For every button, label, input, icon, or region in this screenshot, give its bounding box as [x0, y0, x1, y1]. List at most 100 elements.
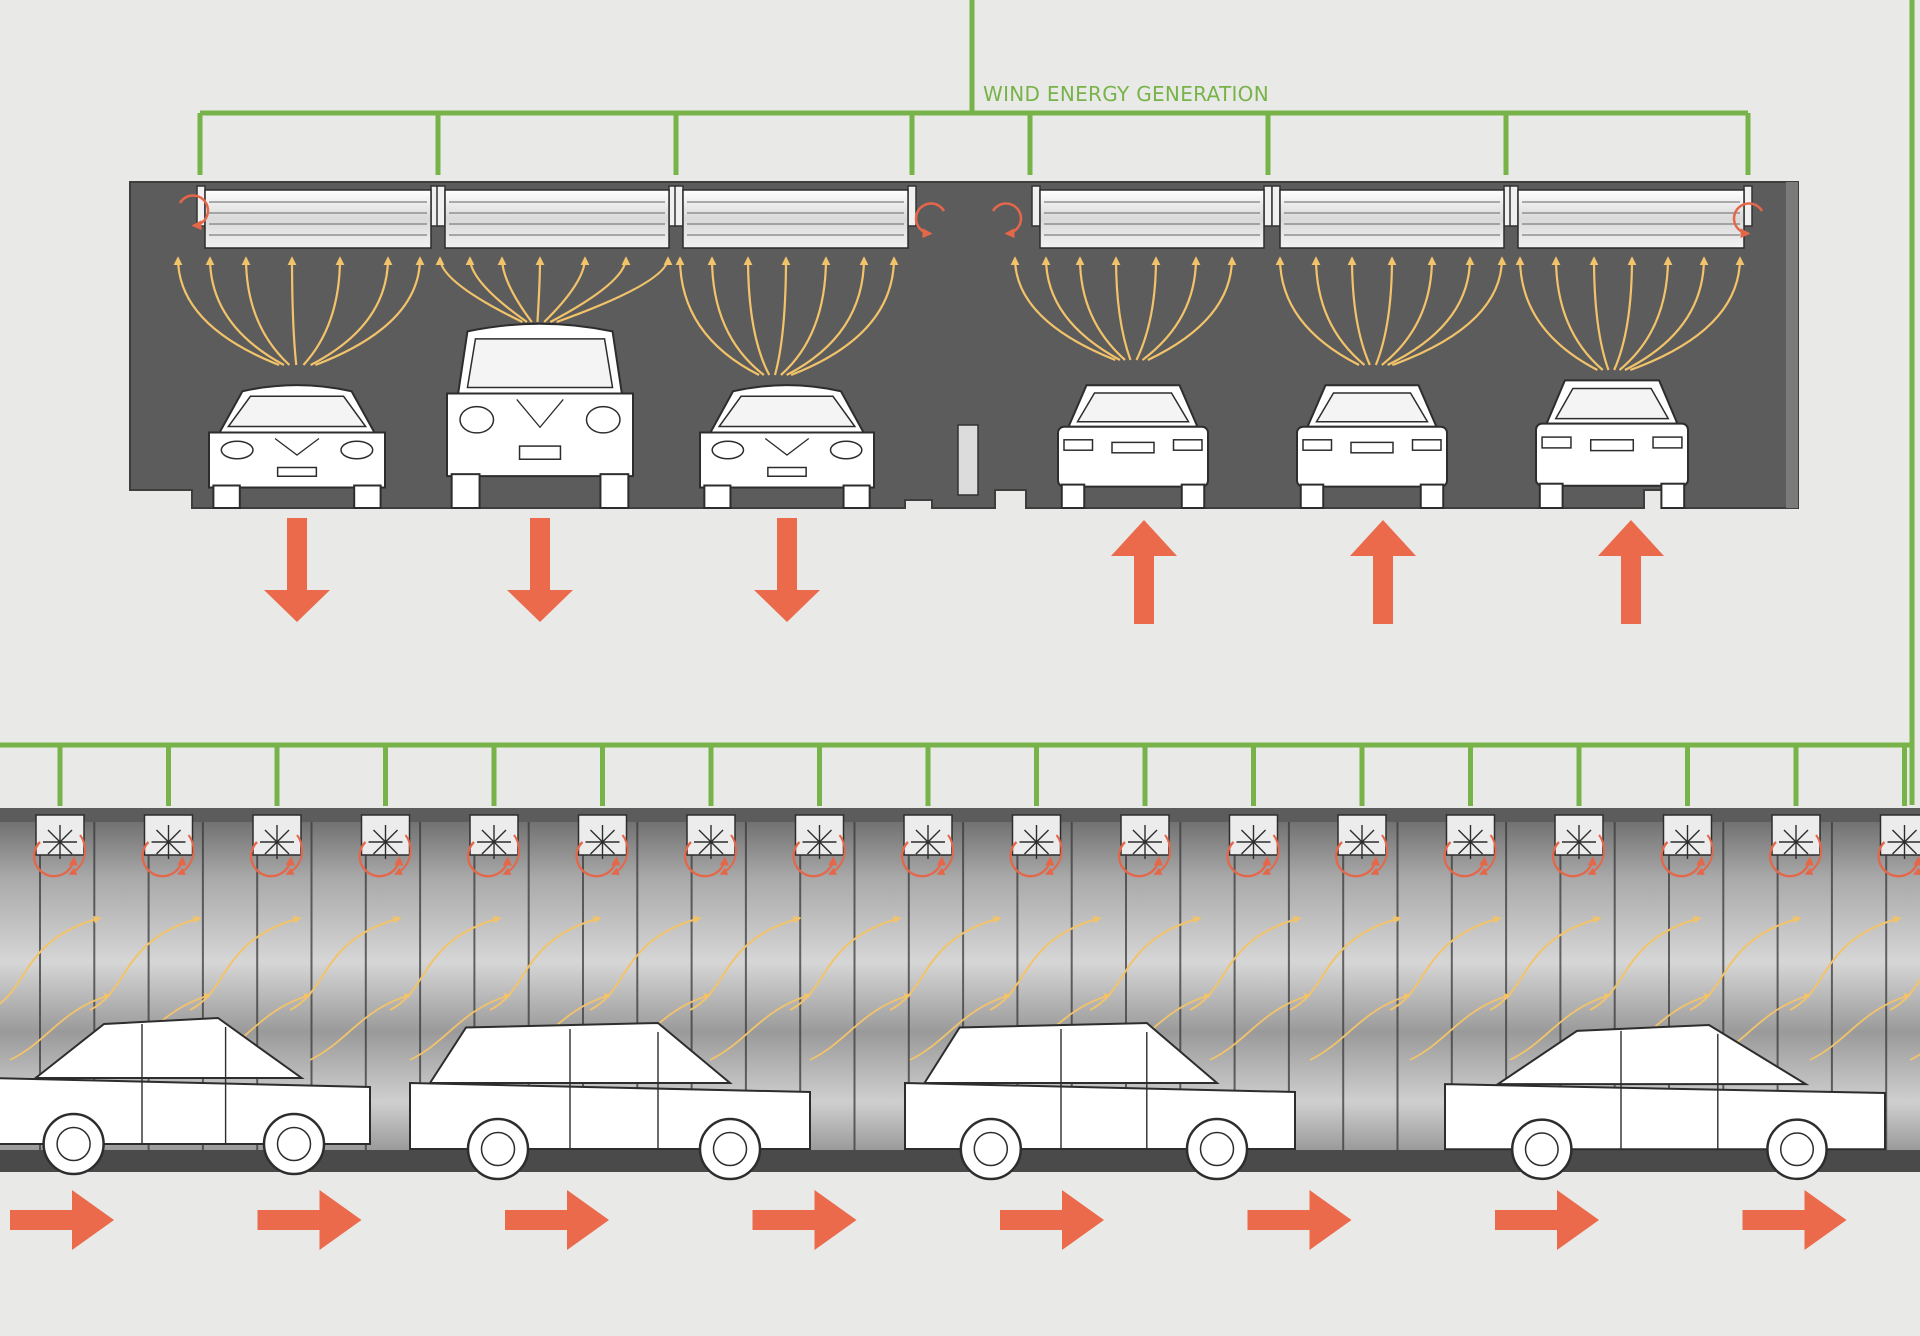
- turbine-blade: [710, 841, 724, 855]
- airflow-arrow-icon: [786, 256, 869, 376]
- airflow-arrow-icon: [1275, 256, 1360, 366]
- sedan-rear: [1057, 384, 1209, 510]
- traffic-direction-arrow-icon: [1495, 1190, 1599, 1250]
- turbine-blade: [1687, 829, 1701, 843]
- turbine-blade: [710, 829, 724, 843]
- traffic-direction-arrow-icon: [1598, 520, 1664, 624]
- rotation-arrow-icon: [1009, 841, 1055, 878]
- airflow-arrow-icon: [1689, 915, 1802, 1011]
- ceiling-turbine-icon: [1117, 814, 1172, 878]
- ceiling-turbine-icon: [1031, 185, 1273, 249]
- turbine-blade: [1457, 841, 1471, 855]
- turbine-bracket: [674, 185, 684, 227]
- turbine-blade: [276, 841, 290, 855]
- ceiling-turbine-icon: [1551, 814, 1606, 878]
- airflow-arrow-icon: [589, 915, 702, 1011]
- traffic-direction-arrow-icon: [1000, 1190, 1104, 1250]
- turbine-blade: [155, 829, 169, 843]
- lower-traffic-arrows: [10, 1190, 1847, 1250]
- rotation-arrow-icon: [914, 202, 946, 239]
- ceiling-turbine-icon: [196, 185, 440, 249]
- rotation-arrow-icon: [1877, 841, 1920, 878]
- car-cabin: [1494, 1023, 1810, 1086]
- tire: [1419, 483, 1445, 510]
- rotation-arrow-icon: [611, 834, 629, 875]
- turbine-blade: [47, 841, 61, 855]
- airflow-arrow-icon: [709, 993, 812, 1061]
- ceiling-turbine-icon: [1009, 814, 1063, 878]
- sedan-side: [1444, 1023, 1886, 1181]
- turbine-blade: [602, 829, 616, 843]
- ceiling-turbine-icon: [1334, 814, 1389, 878]
- airflow-arrow-icon: [1489, 915, 1602, 1011]
- airflow-arrow-icon: [1347, 256, 1371, 366]
- ceiling-turbine-icon: [792, 814, 846, 878]
- airflow-arrow-icon: [790, 256, 899, 377]
- wheel-rim: [973, 1131, 1009, 1167]
- turbine-bracket: [436, 185, 446, 227]
- turbine-housing: [682, 189, 909, 249]
- tire: [353, 484, 382, 509]
- airflow-arrow-icon: [1374, 256, 1397, 366]
- turbine-housing: [1879, 814, 1920, 856]
- turbine-blade: [1891, 841, 1905, 855]
- rotation-arrow-icon: [991, 202, 1023, 239]
- ceiling-turbine-icon: [466, 814, 521, 878]
- traffic-direction-arrow-icon: [507, 518, 573, 622]
- turbine-housing: [204, 189, 432, 249]
- turbine-blade: [915, 829, 929, 843]
- rotation-arrow-icon: [1696, 834, 1714, 875]
- turbine-blade: [1036, 841, 1050, 855]
- turbine-blade: [47, 829, 61, 843]
- lower-turbine-row: [32, 814, 1920, 878]
- turbine-blade: [1674, 829, 1688, 843]
- ceiling-turbine-icon: [1509, 185, 1753, 249]
- turbine-bracket: [1263, 185, 1273, 227]
- turbine-blade: [1240, 829, 1254, 843]
- turbine-blade: [1578, 841, 1592, 855]
- headlight: [220, 440, 254, 460]
- tire: [1299, 483, 1325, 510]
- airflow-arrow-icon: [535, 256, 545, 323]
- headlight: [459, 405, 495, 434]
- rotation-arrow-icon: [1262, 834, 1280, 875]
- car-windshield: [466, 338, 614, 389]
- headlight: [585, 405, 621, 434]
- wheel-rim: [276, 1126, 312, 1162]
- hood-line: [274, 437, 320, 456]
- airflow-arrow-icon: [1381, 256, 1437, 366]
- turbine-blade: [1253, 841, 1267, 855]
- turbine-blade: [806, 829, 820, 843]
- wagon-side: [904, 1021, 1296, 1181]
- turbine-blade: [155, 841, 169, 855]
- turbine-blade: [1240, 841, 1254, 855]
- headlight: [711, 440, 745, 460]
- ceiling-turbine-icon: [1226, 814, 1280, 878]
- rotation-arrow-icon: [1587, 834, 1606, 875]
- lower-vehicles: [0, 1016, 1886, 1181]
- car-rear-window: [1315, 392, 1429, 423]
- car-rear-window: [1076, 392, 1190, 423]
- car-rear-window: [1554, 387, 1670, 420]
- turbine-blade: [59, 841, 73, 855]
- turbine-blade: [493, 841, 507, 855]
- rotation-arrow-icon: [1913, 867, 1920, 875]
- ceiling-turbine-icon: [141, 814, 195, 878]
- upper-cross-section: [129, 0, 1799, 624]
- rotation-arrow-icon: [1732, 202, 1764, 239]
- rotation-arrow-icon: [1226, 841, 1272, 878]
- upper-vehicles: [208, 322, 1689, 510]
- rotation-arrow-icon: [936, 834, 955, 875]
- rotation-arrow-icon: [1153, 834, 1172, 875]
- airflow-arrow-icon: [310, 256, 393, 366]
- airflow-arrow-icon: [89, 915, 202, 1011]
- rotation-arrow-icon: [502, 834, 521, 875]
- tail-light: [1411, 439, 1442, 451]
- ceiling-turbine-icon: [1660, 814, 1714, 878]
- rotation-arrow-icon: [719, 834, 738, 875]
- airflow-arrow-icon: [389, 915, 502, 1011]
- rotation-arrow-icon: [828, 834, 846, 875]
- airflow-arrow-icon: [809, 993, 912, 1061]
- turbine-bracket: [1509, 185, 1519, 227]
- tail-light: [1652, 436, 1683, 449]
